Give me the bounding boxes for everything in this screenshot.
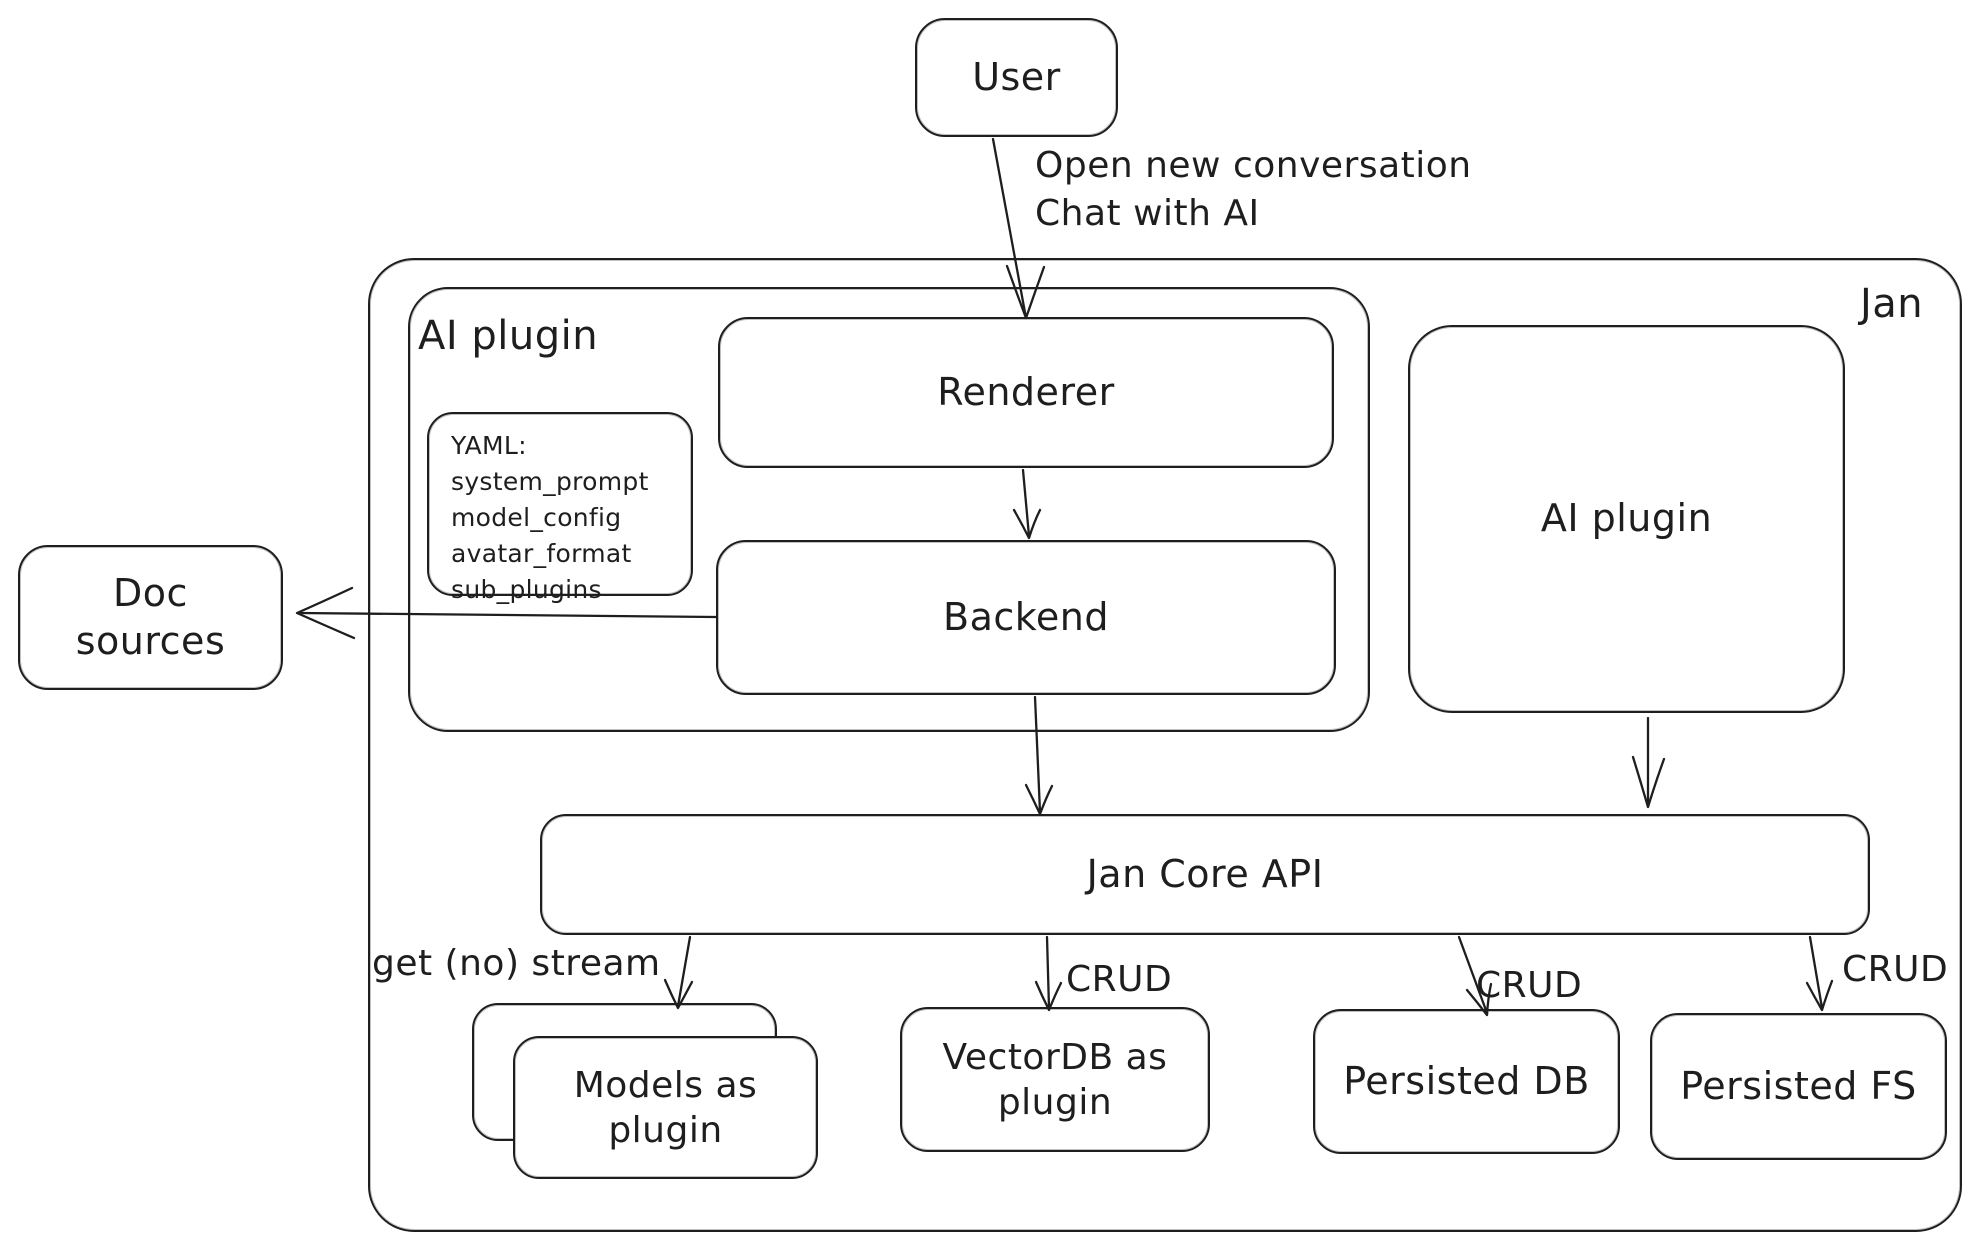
yaml-line: sub_plugins — [451, 575, 602, 604]
persisted-fs-label: Persisted FS — [1680, 1063, 1917, 1108]
edge-label-crud-persisted-db: CRUD — [1476, 965, 1583, 1006]
edge-label-get-no-stream: get (no) stream — [372, 943, 661, 984]
jan-core-api-label: Jan Core API — [1086, 851, 1324, 896]
user-node: User — [915, 18, 1118, 137]
persisted-db-node: Persisted DB — [1313, 1009, 1620, 1154]
yaml-line: model_config — [451, 503, 622, 532]
user-node-label: User — [972, 54, 1061, 99]
yaml-line: YAML: — [451, 431, 527, 460]
vectordb-as-plugin-label: VectorDB as plugin — [942, 1036, 1168, 1123]
vectordb-as-plugin-node: VectorDB as plugin — [900, 1007, 1210, 1152]
ai-plugin-right-label: AI plugin — [1540, 496, 1713, 541]
models-as-plugin-node: Models as plugin — [513, 1036, 818, 1179]
edge-label-line1: Open new conversation — [1035, 145, 1472, 186]
yaml-line: avatar_format — [451, 539, 632, 568]
persisted-fs-node: Persisted FS — [1650, 1013, 1947, 1160]
renderer-node-label: Renderer — [937, 369, 1115, 414]
edge-label-user-to-renderer: Open new conversation Chat with AI — [1035, 142, 1472, 238]
ai-plugin-left-label: AI plugin — [418, 313, 599, 359]
jan-core-api-node: Jan Core API — [540, 814, 1870, 935]
backend-node-label: Backend — [943, 594, 1109, 639]
renderer-node: Renderer — [718, 317, 1334, 468]
yaml-line: system_prompt — [451, 467, 649, 496]
backend-node: Backend — [716, 540, 1336, 695]
jan-container-label: Jan — [1860, 281, 1924, 327]
yaml-note: YAML: system_prompt model_config avatar_… — [427, 412, 693, 604]
edge-label-line2: Chat with AI — [1035, 193, 1260, 234]
persisted-db-label: Persisted DB — [1343, 1058, 1590, 1103]
yaml-note-text: YAML: system_prompt model_config avatar_… — [429, 414, 649, 608]
doc-sources-label: Doc sources — [75, 571, 226, 663]
models-as-plugin-label: Models as plugin — [573, 1064, 758, 1151]
doc-sources-node: Doc sources — [18, 545, 283, 690]
edge-label-crud-persisted-fs: CRUD — [1842, 949, 1949, 990]
edge-label-crud-vectordb: CRUD — [1066, 959, 1173, 1000]
ai-plugin-right-node: AI plugin — [1408, 325, 1845, 713]
